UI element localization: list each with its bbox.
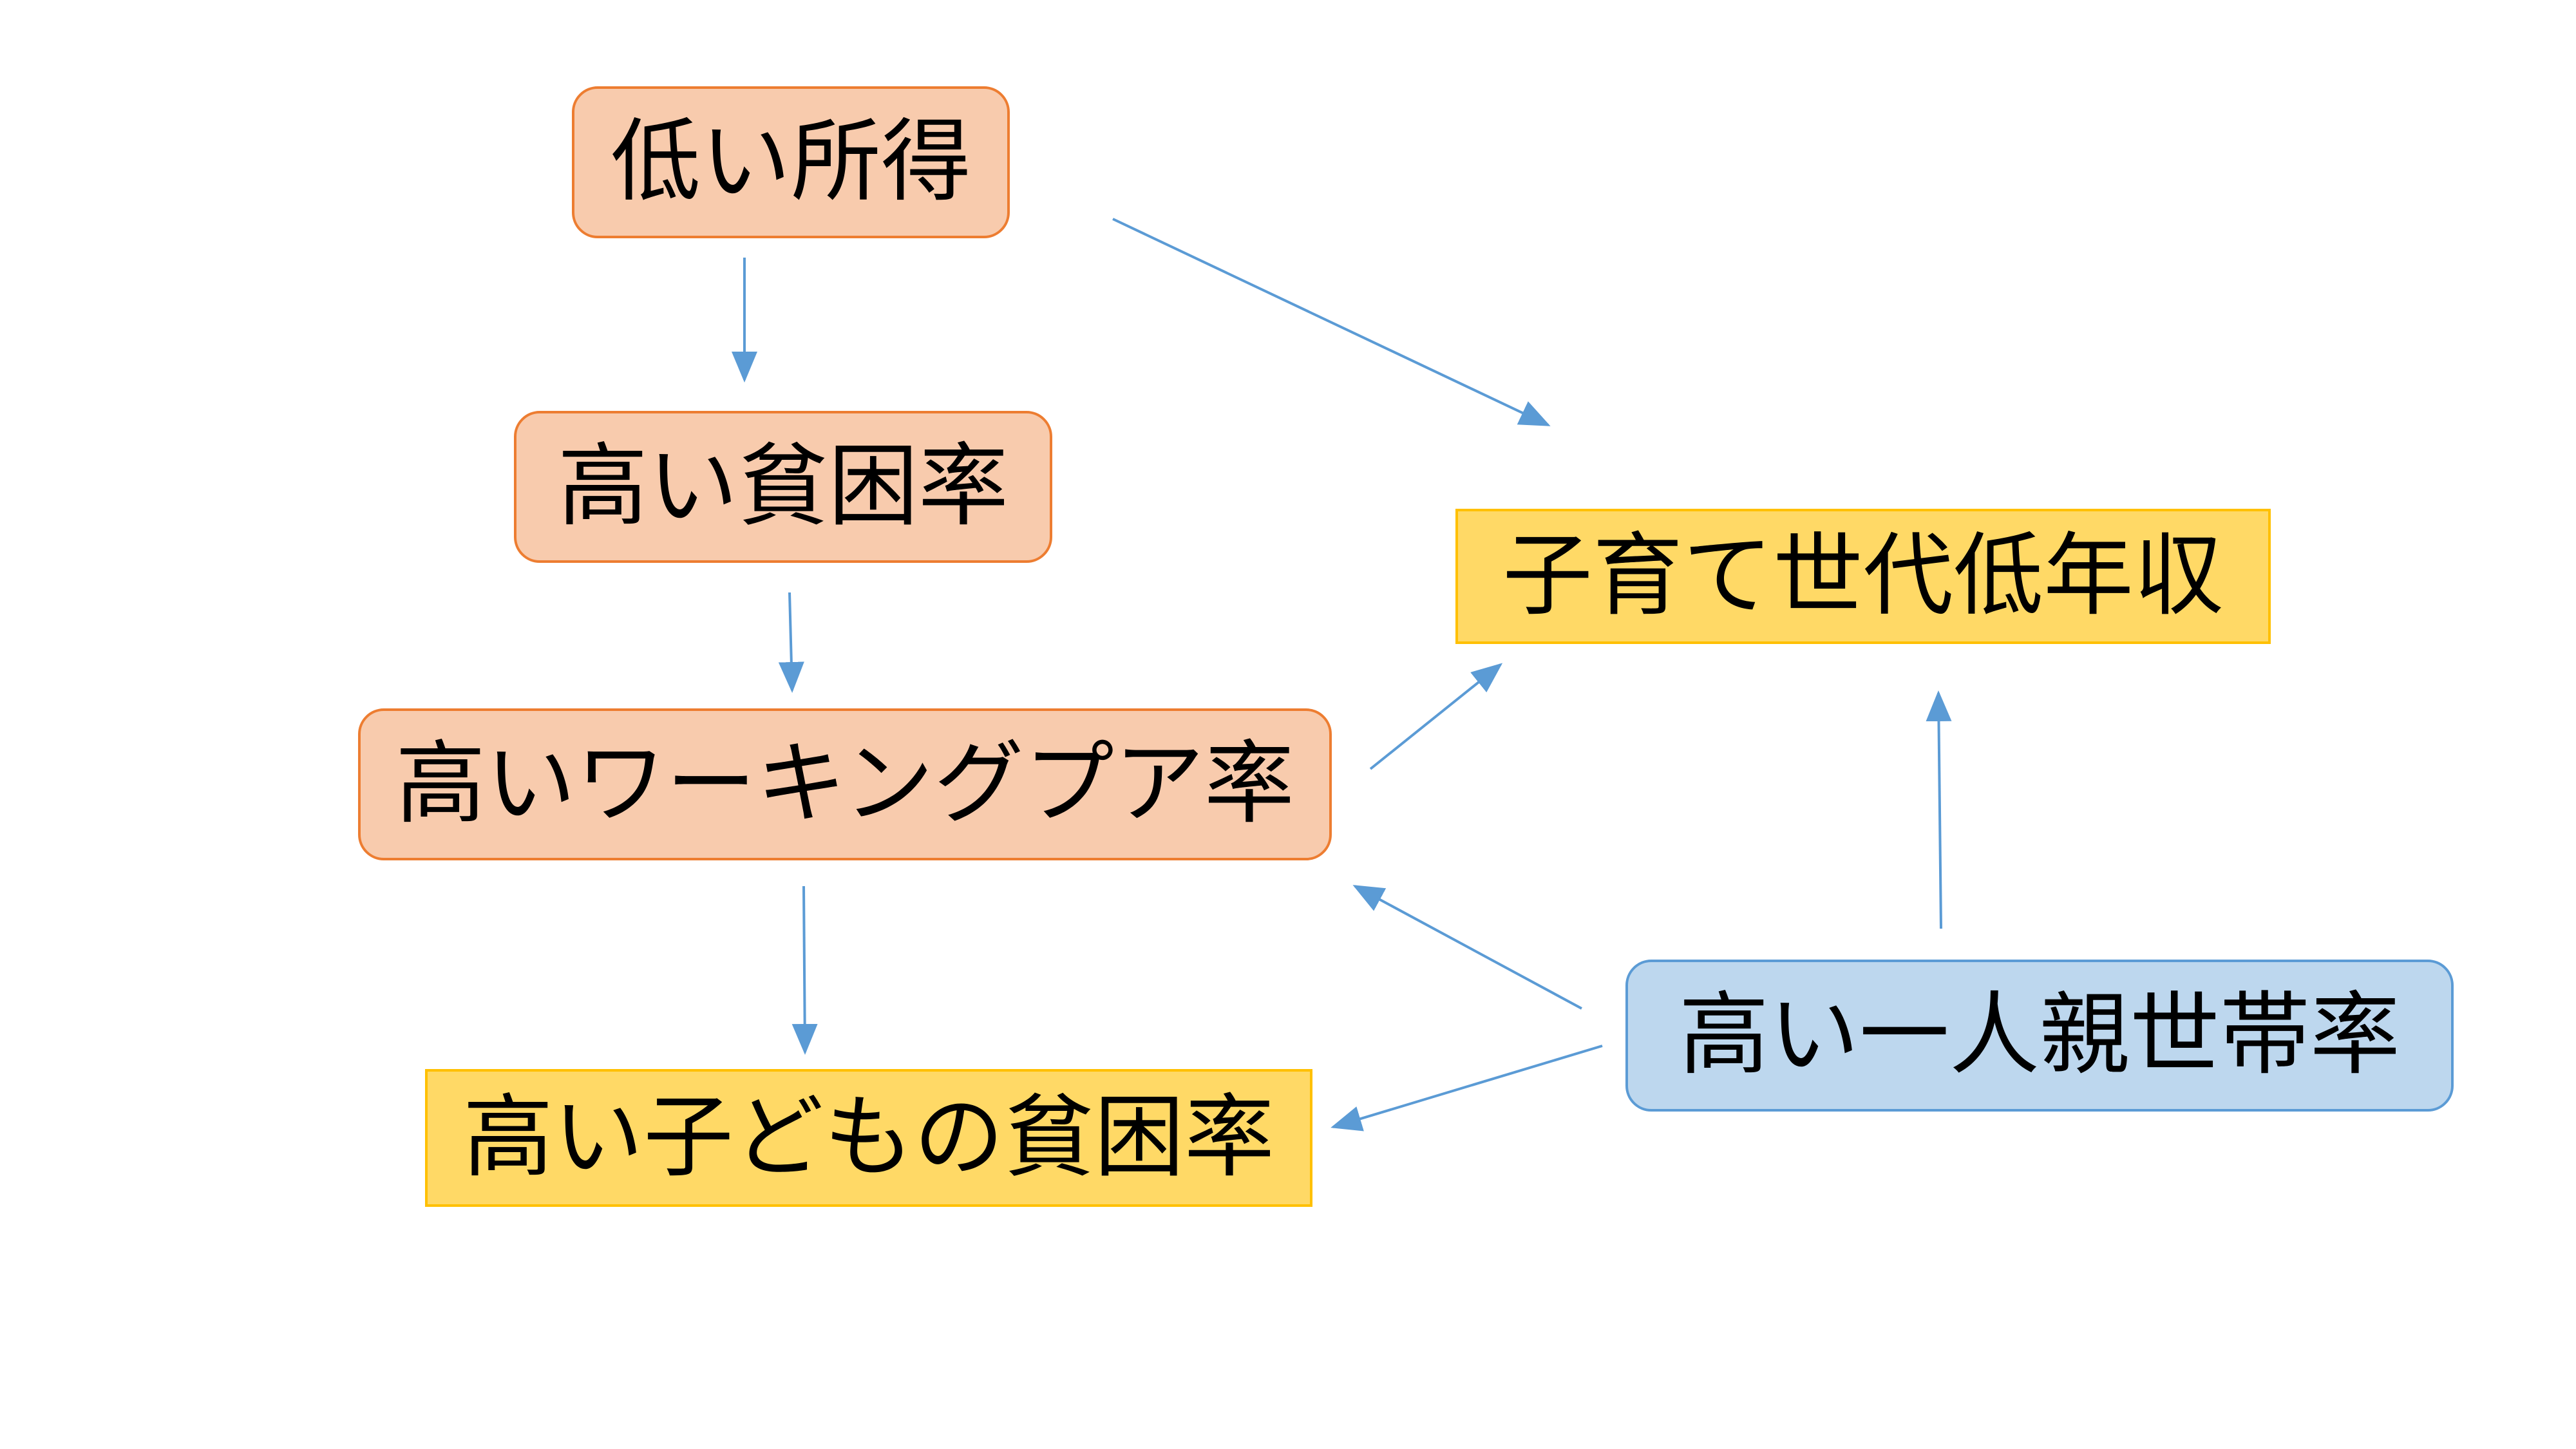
node-high-poverty-rate: 高い貧困率: [514, 411, 1052, 563]
node-child-poverty-rate: 高い子どもの貧困率: [425, 1069, 1312, 1207]
arrow-low-income-to-child-rearing-low-income: [1112, 218, 1551, 426]
arrow-single-parent-to-child-poverty: [1331, 1045, 1603, 1132]
node-high-poverty-rate-label: 高い貧困率: [557, 434, 1009, 539]
node-single-parent-rate-label: 高い一人親世帯率: [1678, 983, 2400, 1088]
node-working-poor-rate: 高いワーキングプア率: [358, 708, 1332, 860]
node-child-poverty-rate-label: 高い子どもの貧困率: [462, 1085, 1274, 1190]
node-working-poor-rate-label: 高いワーキングプア率: [395, 732, 1294, 837]
node-low-income-label: 低い所得: [610, 109, 971, 214]
arrow-working-poor-to-child-poverty: [791, 886, 818, 1055]
arrow-working-poor-to-child-rearing-low-income: [1369, 663, 1503, 770]
node-child-rearing-low-income: 子育て世代低年収: [1455, 509, 2271, 644]
arrow-high-poverty-to-working-poor: [778, 592, 804, 693]
arrow-single-parent-to-child-rearing-low-income: [1926, 690, 1952, 929]
node-child-rearing-low-income-label: 子育て世代低年収: [1502, 524, 2224, 629]
node-low-income: 低い所得: [572, 86, 1010, 238]
arrow-single-parent-to-working-poor: [1352, 885, 1582, 1010]
node-single-parent-rate: 高い一人親世帯率: [1625, 960, 2454, 1112]
